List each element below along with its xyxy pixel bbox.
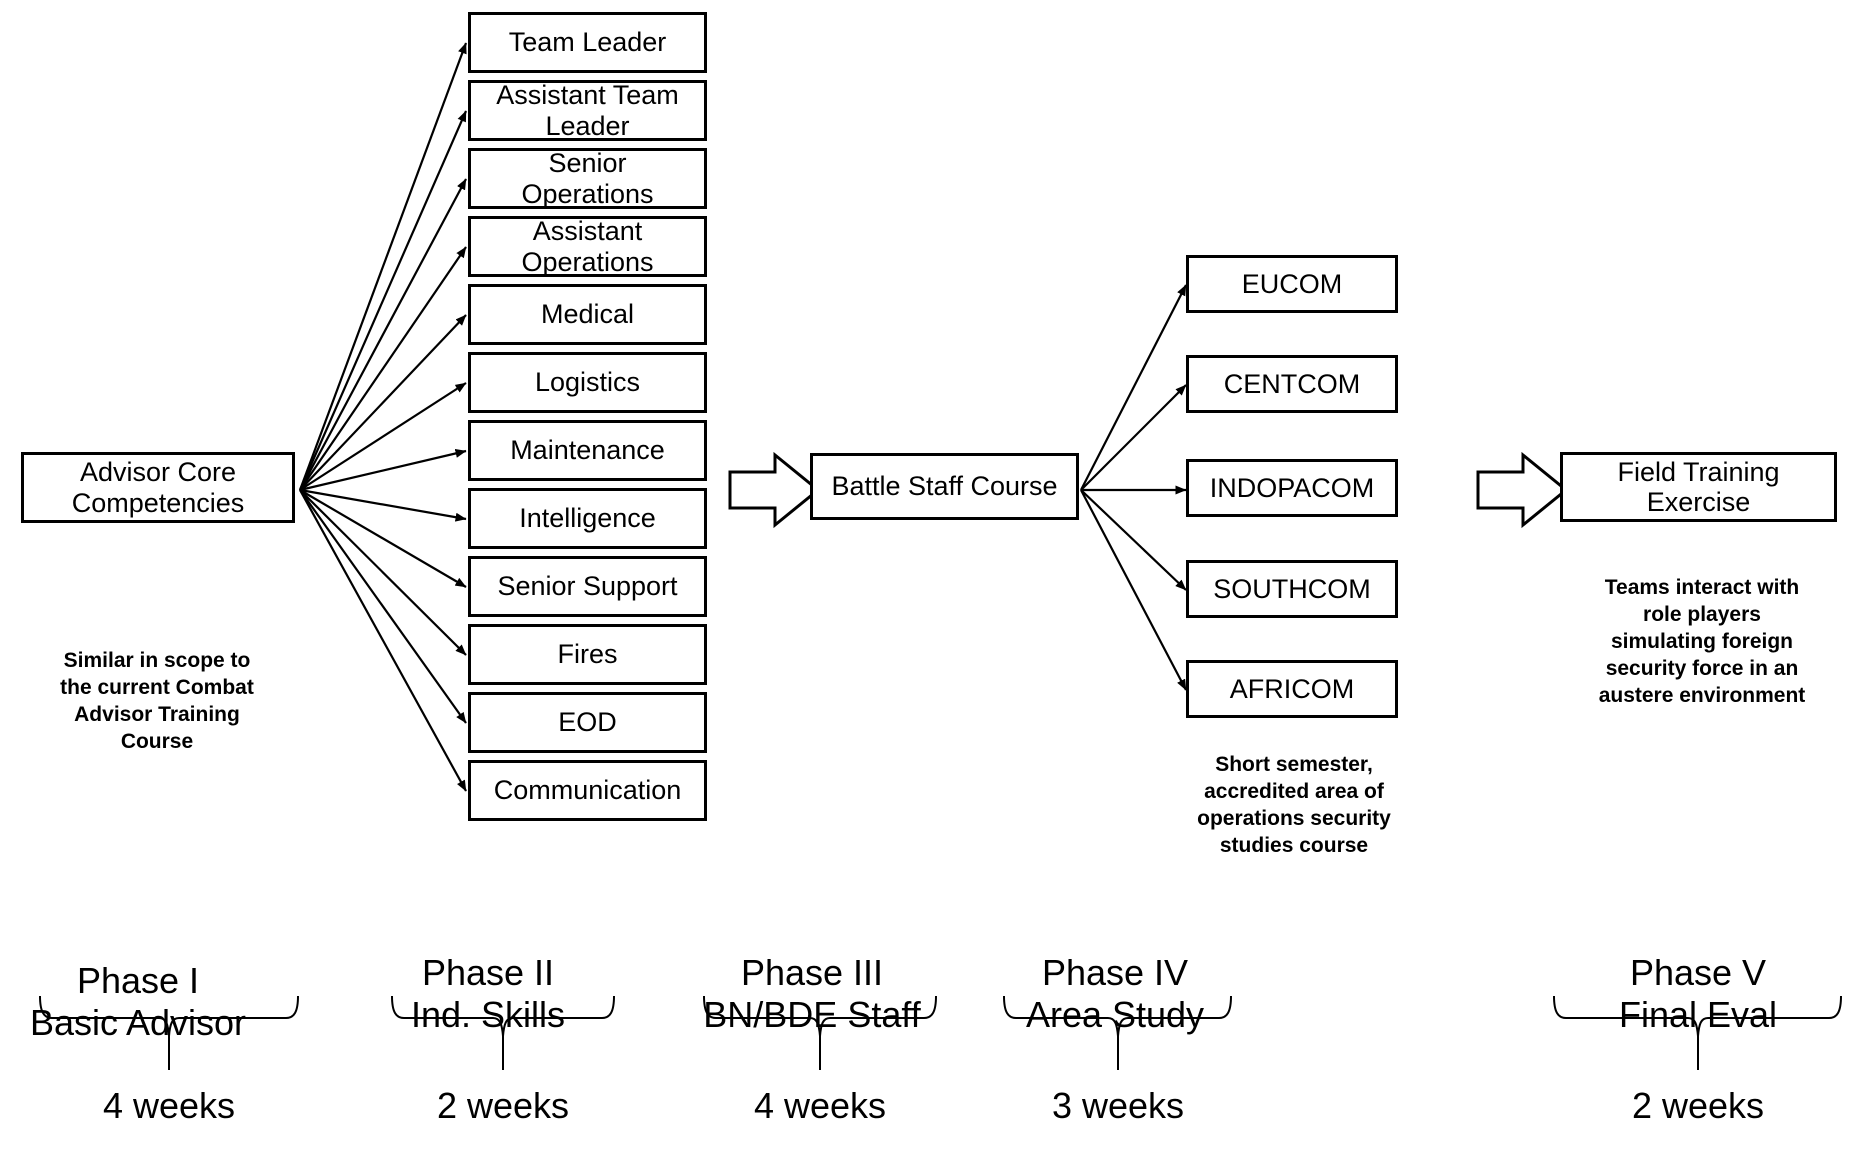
brace-phase1 [39,995,299,1070]
brace-phase3 [703,995,937,1070]
fanout-phase1-to-phase2 [298,42,468,792]
brace-phase5 [1553,995,1842,1070]
node-eucom[interactable]: EUCOM [1186,255,1398,313]
node-indopacom[interactable]: INDOPACOM [1186,459,1398,517]
node-fires[interactable]: Fires [468,624,707,685]
weeks-label-1: 4 weeks [102,1085,236,1126]
brace-phase4 [1003,995,1232,1070]
block-arrow-phase2-to-phase3 [728,451,821,529]
phase-label-3: Phase III BN/BDE Staff [703,952,921,1036]
node-advisor-core-competencies[interactable]: Advisor Core Competencies [21,452,295,523]
node-southcom[interactable]: SOUTHCOM [1186,560,1398,618]
node-medical[interactable]: Medical [468,284,707,345]
block-arrow-phase4-to-phase5 [1476,451,1569,529]
node-assistant-team-leader[interactable]: Assistant Team Leader [468,80,707,141]
node-senior-operations[interactable]: Senior Operations [468,148,707,209]
caption-phase5: Teams interact with role players simulat… [1598,576,1806,707]
node-africom[interactable]: AFRICOM [1186,660,1398,718]
phase-label-2: Phase II Ind. Skills [410,952,566,1036]
brace-phase2 [391,995,615,1070]
weeks-label-5: 2 weeks [1631,1085,1765,1126]
node-senior-support[interactable]: Senior Support [468,556,707,617]
phase-label-4: Phase IV Area Study [1025,952,1205,1036]
weeks-label-2: 2 weeks [436,1085,570,1126]
fanout-phase3-to-phase4 [1080,284,1187,691]
caption-phase1: Similar in scope to the current Combat A… [60,649,254,753]
node-team-leader[interactable]: Team Leader [468,12,707,73]
phase-label-1: Phase I Basic Advisor [29,960,247,1044]
caption-phase4: Short semester, accredited area of opera… [1197,753,1391,857]
weeks-label-3: 4 weeks [753,1085,887,1126]
node-eod[interactable]: EOD [468,692,707,753]
phase-label-5: Phase V Final Eval [1618,952,1778,1036]
weeks-label-4: 3 weeks [1051,1085,1185,1126]
node-centcom[interactable]: CENTCOM [1186,355,1398,413]
node-field-training-exercise[interactable]: Field Training Exercise [1560,452,1837,522]
node-maintenance[interactable]: Maintenance [468,420,707,481]
node-intelligence[interactable]: Intelligence [468,488,707,549]
node-logistics[interactable]: Logistics [468,352,707,413]
node-communication[interactable]: Communication [468,760,707,821]
node-assistant-operations[interactable]: Assistant Operations [468,216,707,277]
node-battle-staff-course[interactable]: Battle Staff Course [810,453,1079,520]
